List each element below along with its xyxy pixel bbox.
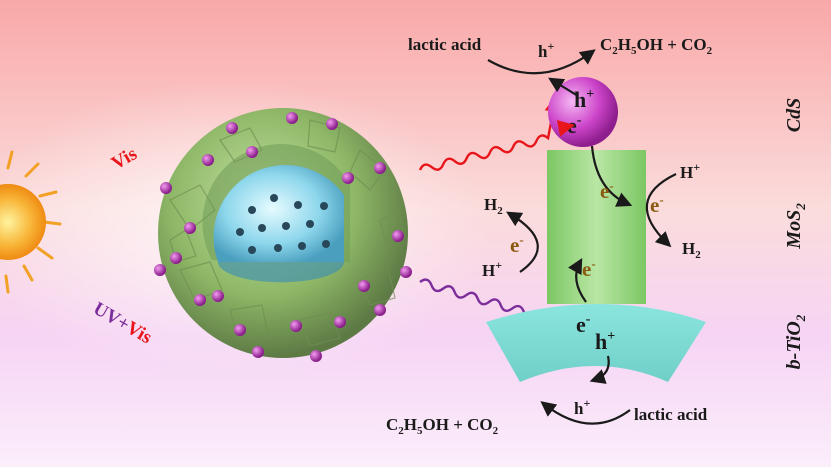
tio2-electron: e- [576, 312, 591, 337]
mos2-block [547, 150, 646, 304]
left-h2-evolution-arrow [506, 211, 539, 273]
tio2-hole: h+ [595, 329, 615, 354]
bottom-lactic-acid: lactic acid [634, 405, 708, 424]
right-h2: H2 [682, 239, 701, 261]
top-reaction-arrow [487, 49, 596, 75]
hollow-sphere-nanostructure [154, 108, 412, 362]
bottom-reaction-arrow [540, 401, 631, 425]
bottom-hole: h+ [574, 396, 590, 418]
left-hplus: H+ [482, 258, 502, 280]
right-hplus: H+ [680, 160, 700, 182]
cds-excitation-arrow [556, 120, 575, 137]
btio2-layer-label: b-TiO2 [783, 314, 808, 369]
right-h2-evolution-arrow [645, 173, 677, 248]
mos2-electron-mid: e- [582, 256, 596, 281]
top-lactic-acid: lactic acid [408, 35, 482, 54]
bottom-product: C2H5OH + CO2 [386, 415, 499, 437]
top-product: C2H5OH + CO2 [600, 35, 713, 57]
tio2-hole-arrow [589, 355, 610, 384]
cds-to-mos2-arrow [590, 145, 633, 207]
tio2-to-mos2-arrow [568, 257, 587, 303]
btio2-arc [486, 304, 706, 382]
cds-layer-label: CdS [783, 98, 805, 132]
mos2-electron-top: e- [600, 178, 614, 203]
left-electron: e- [510, 232, 524, 257]
top-hole: h+ [538, 39, 554, 61]
visible-light-wave [418, 95, 562, 171]
cds-hole: h+ [574, 87, 594, 112]
right-electron: e- [650, 192, 664, 217]
cds-hole-arrow [548, 77, 579, 97]
mos2-layer-label: MoS2 [783, 203, 808, 250]
sun-icon [0, 150, 62, 294]
left-h2: H2 [484, 195, 503, 217]
